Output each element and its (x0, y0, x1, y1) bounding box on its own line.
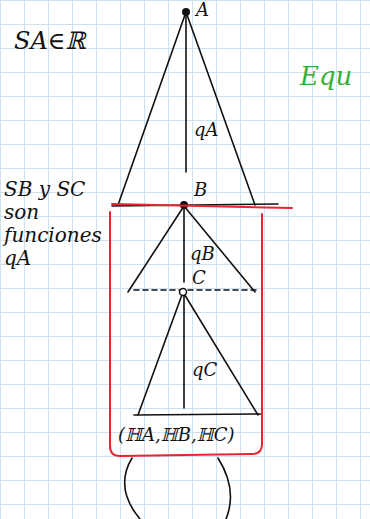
tree-triangle (118, 12, 255, 205)
grid-line (0, 456, 370, 457)
grid-line (0, 264, 370, 265)
vertex-label: B (194, 180, 207, 201)
heading-fragment: Equ (300, 62, 352, 92)
space-tuple: (ℍA,ℍB,ℍC) (118, 425, 235, 446)
tree-triangle (138, 292, 258, 415)
bracket-curve (125, 458, 231, 519)
vertex-dot (182, 8, 190, 16)
side-note: SB y SC son funciones qA (4, 178, 102, 270)
grid-line (264, 0, 265, 519)
grid-line (0, 24, 370, 25)
grid-line (360, 0, 361, 519)
grid-line (0, 360, 370, 361)
vertex-label: C (192, 268, 206, 289)
red-enclosure (110, 204, 292, 456)
grid-line (0, 216, 370, 217)
grid-line (96, 0, 97, 519)
set-note: SA∈ℝ (14, 28, 85, 56)
grid-line (0, 168, 370, 169)
grid-line (0, 336, 370, 337)
grid-line (0, 504, 370, 505)
vertex-dot (180, 289, 187, 296)
grid-line (0, 0, 370, 1)
grid-line (72, 0, 73, 519)
branch-label: qB (190, 244, 215, 265)
grid-line (0, 96, 370, 97)
branch-label: qA (194, 120, 219, 141)
grid-line (0, 312, 370, 313)
grid-line (0, 144, 370, 145)
grid-line (240, 0, 241, 519)
tree-trunk (183, 208, 185, 282)
grid-line (48, 0, 49, 519)
grid-line (288, 0, 289, 519)
grid-line (0, 408, 370, 409)
tree-trunk (183, 296, 185, 408)
tree-trunk (185, 14, 187, 172)
base-line (134, 414, 262, 415)
branch-label: qC (192, 360, 217, 381)
grid-line (0, 480, 370, 481)
grid-line (0, 0, 1, 519)
tree-triangle (128, 206, 255, 292)
grid-line (0, 384, 370, 385)
dashed-cut (134, 289, 258, 291)
vertex-label: A (196, 0, 209, 21)
grid-line (0, 120, 370, 121)
